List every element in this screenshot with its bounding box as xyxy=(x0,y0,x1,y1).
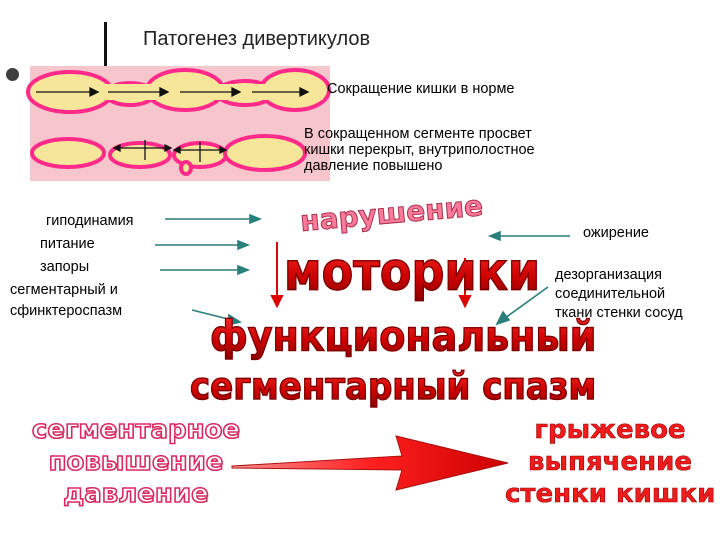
factor-constipation: запоры xyxy=(40,259,90,275)
protrusion-line: стенки кишки xyxy=(505,479,716,510)
motility-label: моторики xyxy=(283,239,541,303)
tissue-line: ткани стенки сосуд xyxy=(555,305,683,321)
bullet-dot xyxy=(6,68,19,81)
protrusion-line: выпячение xyxy=(528,447,693,478)
tissue-line: дезорганизация xyxy=(555,267,662,283)
pressure-line: сегментарное xyxy=(31,414,241,446)
protrusion-line: грыжевое xyxy=(534,415,686,446)
normal-intestine xyxy=(26,68,331,114)
factor-segmental: сегментарный и xyxy=(10,282,118,298)
cause-effect-arrow xyxy=(231,435,509,491)
motility-arrows xyxy=(270,242,472,309)
pressure-line: давление xyxy=(62,478,209,510)
functional-label: функциональный xyxy=(209,311,597,361)
note-line: В сокращенном сегменте просвет xyxy=(304,126,532,142)
slide-title: Патогенез дивертикулов xyxy=(143,28,371,50)
factor-hypodynamia: гиподинамия xyxy=(46,213,134,229)
left-factor-arrows xyxy=(155,213,263,327)
normal-flow-arrows xyxy=(36,86,310,98)
factor-nutrition: питание xyxy=(40,236,95,252)
hernial-protrusion-label: грыжевое выпячение стенки кишки xyxy=(505,414,716,510)
title-divider xyxy=(104,22,107,68)
pressure-increase-label: сегментарное повышение давление xyxy=(26,414,246,510)
note-line: кишки перекрыт, внутриполостное xyxy=(304,142,535,158)
tissue-line: соединительной xyxy=(555,286,666,302)
factor-sphincterospasm: сфинктероспазм xyxy=(10,303,123,319)
factor-obesity: ожирение xyxy=(583,225,650,241)
contraction-arrows xyxy=(112,140,228,162)
segmental-spasm-label: сегментарный спазм xyxy=(189,364,597,409)
note-contracted: В сокращенном сегменте просвет кишки пер… xyxy=(304,126,535,174)
pressure-line: повышение xyxy=(48,446,224,478)
note-line: давление повышено xyxy=(304,158,443,174)
factor-tissue: дезорганизация соединительной ткани стен… xyxy=(555,266,683,323)
note-normal: Сокращение кишки в норме xyxy=(327,81,515,97)
right-factor-arrows xyxy=(487,230,570,326)
contracted-intestine xyxy=(30,134,307,176)
